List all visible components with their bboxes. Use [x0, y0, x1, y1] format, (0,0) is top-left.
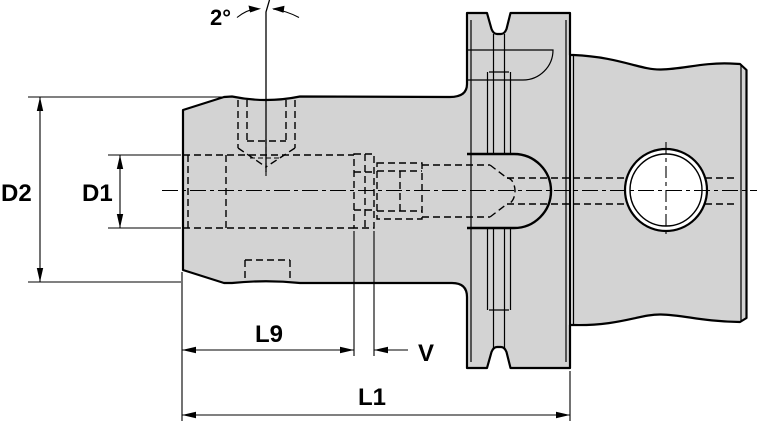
dim-d1-label: D1 [82, 180, 113, 207]
dim-d2: D2 [1, 96, 222, 283]
dim-l1-extensions [181, 272, 571, 421]
bottom-notch-hidden [244, 259, 291, 279]
set-screw-hole-hidden [237, 100, 296, 168]
thread-section-hidden [376, 162, 423, 220]
dim-l9-arrow-right [340, 346, 354, 354]
dim-l9-arrow-left [182, 346, 196, 354]
dim-d1-arrow-bottom [116, 214, 124, 228]
dim-l9: L9 [182, 231, 355, 356]
dim-l1-label: L1 [358, 384, 386, 411]
dim-angle: 2° [210, 5, 300, 30]
flange-drive-slot [467, 49, 554, 81]
dim-d2-arrow-top [36, 97, 44, 111]
pilot-hole-hidden [422, 164, 516, 218]
dim-l1-arrow-right [556, 411, 570, 419]
screw-axis-line [265, 0, 271, 172]
dim-angle-label: 2° [210, 5, 231, 30]
centerlines [162, 0, 757, 238]
screw-tip-cross [250, 139, 282, 176]
shank-bore-hidden [507, 177, 737, 205]
flange-groove-lines-bottom [486, 228, 512, 348]
dim-l9-label: L9 [255, 321, 283, 348]
dim-v: V [373, 231, 434, 367]
dim-d2-extensions [28, 96, 222, 283]
flange-bore-recess [467, 152, 553, 230]
dim-angle-arrow-left [248, 5, 261, 13]
dim-d2-label: D2 [1, 180, 32, 207]
dim-d2-arrow-bottom [36, 268, 44, 282]
dim-l1: L1 [181, 272, 571, 421]
dim-angle-arrow-right [272, 5, 285, 13]
dim-l1-arrow-left [182, 411, 196, 419]
dim-v-arrow [374, 346, 388, 354]
flange-groove-lines-top [486, 34, 512, 154]
dim-d1: D1 [82, 154, 181, 229]
dimensions: D2 D1 L9 V [1, 5, 571, 421]
dim-d1-arrow-top [116, 155, 124, 169]
dim-v-label: V [418, 340, 434, 367]
